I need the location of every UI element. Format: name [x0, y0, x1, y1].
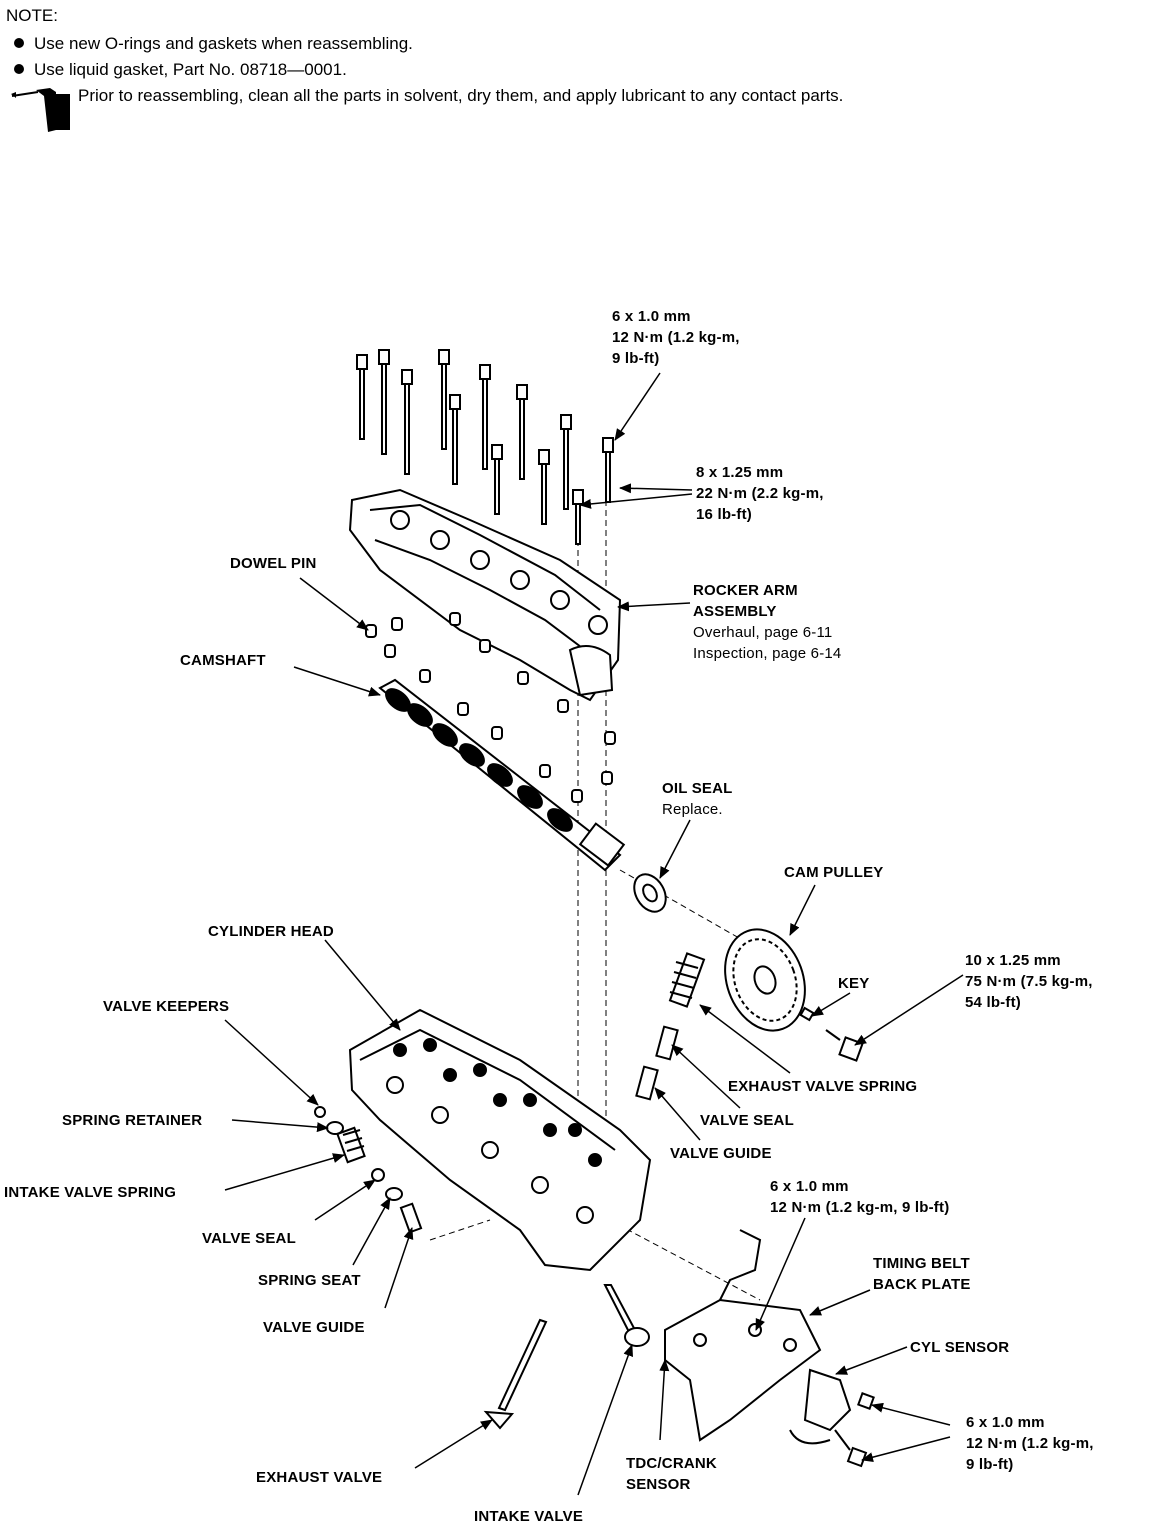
spec-line: 12 N·m (1.2 kg-m, — [966, 1435, 1094, 1452]
label-timing-belt-back-plate: TIMING BELT BACK PLATE — [873, 1253, 971, 1295]
spec-line: 6 x 1.0 mm — [612, 308, 691, 325]
label-spring-seat: SPRING SEAT — [258, 1272, 361, 1289]
head-bolts — [356, 349, 614, 545]
note-item-gaskets: Use new O-rings and gaskets when reassem… — [14, 34, 413, 54]
exhaust-valve-parts — [635, 952, 706, 1101]
label-intake-valve-spring: INTAKE VALVE SPRING — [4, 1184, 177, 1201]
label-line: ROCKER ARM — [693, 582, 798, 599]
label-valve-seal-left: VALVE SEAL — [202, 1230, 296, 1247]
label-valve-keepers: VALVE KEEPERS — [103, 998, 230, 1015]
note-heading: NOTE: — [6, 6, 58, 25]
back-plate-and-sensors — [664, 1229, 875, 1468]
label-spring-retainer: SPRING RETAINER — [62, 1112, 203, 1129]
label-bolt-top: 6 x 1.0 mm 12 N·m (1.2 kg-m, 9 lb-ft) — [612, 306, 740, 369]
cylinder-head-drawing — [348, 1008, 652, 1272]
note-item-text: Use new O-rings and gaskets when reassem… — [34, 34, 413, 53]
note-item-liquid-gasket: Use liquid gasket, Part No. 08718—0001. — [14, 60, 347, 80]
key-and-pulley-bolt — [799, 1006, 864, 1062]
label-valve-guide-left: VALVE GUIDE — [263, 1319, 365, 1336]
camshaft-drawing — [378, 678, 626, 872]
label-line: SENSOR — [626, 1476, 691, 1493]
rocker-inspection-ref: Inspection, page 6-14 — [693, 645, 842, 662]
label-cam-pulley: CAM PULLEY — [784, 864, 884, 881]
spec-line: 6 x 1.0 mm — [770, 1178, 849, 1195]
spec-line: 8 x 1.25 mm — [696, 464, 784, 481]
spec-line: 12 N·m (1.2 kg-m, 9 lb-ft) — [770, 1199, 950, 1216]
spec-line: 16 lb-ft) — [696, 506, 752, 523]
label-tdc-crank-sensor: TDC/CRANK SENSOR — [626, 1453, 717, 1495]
label-key: KEY — [838, 975, 870, 992]
label-rocker-arm-assembly: ROCKER ARM ASSEMBLY Overhaul, page 6-11 … — [693, 580, 841, 664]
leader-arrows — [224, 372, 964, 1496]
lubricant-oil-can-icon — [11, 88, 70, 132]
spec-line: 9 lb-ft) — [612, 350, 660, 367]
rocker-arm-assembly-drawing — [348, 488, 622, 702]
bullet-icon — [14, 38, 24, 48]
label-exhaust-valve: EXHAUST VALVE — [256, 1469, 383, 1486]
label-line: ASSEMBLY — [693, 603, 777, 620]
label-cylinder-head: CYLINDER HEAD — [208, 923, 334, 940]
label-line: TIMING BELT — [873, 1255, 970, 1272]
label-line: OIL SEAL — [662, 780, 733, 797]
label-bolt-backplate: 6 x 1.0 mm 12 N·m (1.2 kg-m, 9 lb-ft) — [770, 1176, 949, 1218]
lubricant-note: Prior to reassembling, clean all the par… — [78, 86, 844, 105]
label-cyl-sensor: CYL SENSOR — [910, 1339, 1010, 1356]
label-valve-guide-right: VALVE GUIDE — [670, 1145, 772, 1162]
label-bolt-rocker: 8 x 1.25 mm 22 N·m (2.2 kg-m, 16 lb-ft) — [696, 462, 824, 525]
rocker-overhaul-ref: Overhaul, page 6-11 — [693, 624, 833, 641]
intake-valve-parts — [314, 1106, 423, 1234]
label-exhaust-valve-spring: EXHAUST VALVE SPRING — [728, 1078, 918, 1095]
label-camshaft: CAMSHAFT — [180, 652, 266, 669]
spec-line: 22 N·m (2.2 kg-m, — [696, 485, 824, 502]
spec-line: 12 N·m (1.2 kg-m, — [612, 329, 740, 346]
dowel-pins — [365, 612, 616, 803]
label-line: TDC/CRANK — [626, 1455, 717, 1472]
oil-seal-drawing — [633, 873, 667, 913]
spec-line: 54 lb-ft) — [965, 994, 1021, 1011]
oil-seal-note: Replace. — [662, 801, 723, 818]
spec-line: 75 N·m (7.5 kg-m, — [965, 973, 1093, 990]
label-oil-seal: OIL SEAL Replace. — [662, 778, 733, 820]
label-valve-seal-right: VALVE SEAL — [700, 1112, 794, 1129]
spec-line: 6 x 1.0 mm — [966, 1414, 1045, 1431]
spec-line: 9 lb-ft) — [966, 1456, 1014, 1473]
label-dowel-pin: DOWEL PIN — [230, 555, 317, 572]
spec-line: 10 x 1.25 mm — [965, 952, 1061, 969]
valves-drawing — [483, 1284, 650, 1430]
label-line: BACK PLATE — [873, 1276, 971, 1293]
label-bolt-pulley: 10 x 1.25 mm 75 N·m (7.5 kg-m, 54 lb-ft) — [965, 950, 1093, 1013]
label-bolt-sensor: 6 x 1.0 mm 12 N·m (1.2 kg-m, 9 lb-ft) — [966, 1412, 1094, 1475]
bullet-icon — [14, 64, 24, 74]
note-item-text: Use liquid gasket, Part No. 08718—0001. — [34, 60, 347, 79]
cam-pulley-drawing — [724, 928, 806, 1032]
label-intake-valve: INTAKE VALVE — [474, 1508, 584, 1525]
